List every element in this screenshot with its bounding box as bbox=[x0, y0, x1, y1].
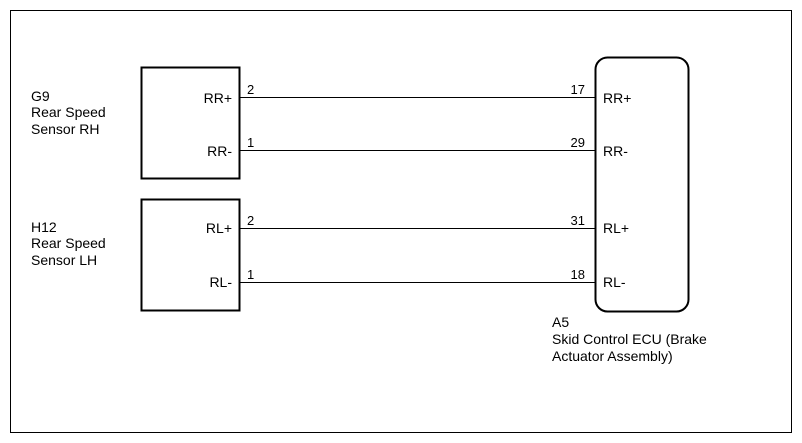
ecu-pin-rr-plus: 17 bbox=[571, 82, 585, 97]
sensor-rh-code: G9 bbox=[31, 88, 50, 104]
ecu-terminal-rl-minus: RL- bbox=[603, 274, 626, 290]
sensor-lh-terminal-rl-plus: RL+ bbox=[206, 220, 232, 236]
ecu-terminal-rr-plus: RR+ bbox=[603, 90, 631, 106]
sensor-rh-name-line1: Rear Speed bbox=[31, 104, 106, 120]
sensor-rh-terminal-rr-minus: RR- bbox=[207, 143, 232, 159]
ecu-connector bbox=[594, 56, 690, 313]
sensor-lh-connector bbox=[140, 198, 241, 312]
sensor-lh-code: H12 bbox=[31, 219, 57, 235]
ecu-pin-rr-minus: 29 bbox=[571, 135, 585, 150]
sensor-lh-pin-rl-plus: 2 bbox=[247, 213, 254, 228]
ecu-pin-rl-plus: 31 bbox=[571, 213, 585, 228]
sensor-rh-connector bbox=[140, 66, 241, 180]
diagram-frame bbox=[10, 10, 792, 433]
ecu-name-line1: Skid Control ECU (Brake bbox=[552, 331, 707, 347]
ecu-name-line2: Actuator Assembly) bbox=[552, 348, 673, 364]
sensor-lh-name-line2: Sensor LH bbox=[31, 252, 97, 268]
ecu-pin-rl-minus: 18 bbox=[571, 267, 585, 282]
ecu-terminal-rr-minus: RR- bbox=[603, 143, 628, 159]
ecu-terminal-rl-plus: RL+ bbox=[603, 220, 629, 236]
sensor-rh-name-line2: Sensor RH bbox=[31, 121, 99, 137]
sensor-rh-pin-rr-minus: 1 bbox=[247, 135, 254, 150]
sensor-lh-terminal-rl-minus: RL- bbox=[209, 274, 232, 290]
sensor-lh-pin-rl-minus: 1 bbox=[247, 267, 254, 282]
ecu-code: A5 bbox=[552, 314, 569, 330]
sensor-rh-pin-rr-plus: 2 bbox=[247, 82, 254, 97]
sensor-lh-name-line1: Rear Speed bbox=[31, 235, 106, 251]
sensor-rh-terminal-rr-plus: RR+ bbox=[204, 90, 232, 106]
